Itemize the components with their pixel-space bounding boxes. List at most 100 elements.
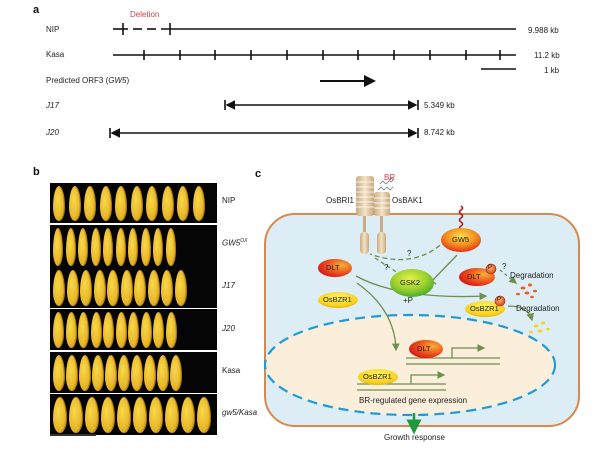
osbri1-label: OsBRI1: [326, 196, 355, 205]
osbak1-receptor: [374, 192, 390, 254]
grain-row: [50, 267, 217, 308]
rice-grain: [66, 270, 79, 306]
rice-grain: [103, 312, 114, 348]
rice-grain: [65, 312, 77, 348]
rice-grain: [53, 355, 65, 391]
br-molecule-icon: [377, 178, 394, 191]
dlt-phosphate-icon: [485, 263, 497, 275]
nip-label: NIP: [46, 25, 60, 34]
rice-grain: [149, 397, 163, 433]
genomic-map: [109, 23, 516, 138]
osbzr1-degradation-arrow: [507, 305, 534, 322]
grain-scale-bar: [50, 434, 96, 436]
osbak1-label: OsBAK1: [392, 196, 423, 205]
nip-track: [113, 23, 516, 35]
dlt-nucleus-arrow: [356, 282, 400, 352]
osbzr1-protein: [318, 292, 358, 308]
orf3-label-suffix: ): [126, 76, 130, 85]
rice-grain: [153, 228, 163, 266]
grain-row: [50, 225, 217, 268]
rice-grain: [140, 228, 151, 266]
question-mark-1: ?: [407, 249, 412, 258]
rice-grain: [147, 270, 160, 306]
rice-grain: [118, 355, 130, 391]
orf3-gene-name: GW5: [108, 76, 127, 85]
rice-grain: [78, 312, 89, 348]
rice-grain: [79, 355, 91, 391]
grain-row-label-kasa: Kasa: [222, 366, 241, 375]
dlt-protein: [318, 259, 352, 277]
j20-size: 8.742 kb: [424, 128, 455, 137]
rice-grain: [53, 228, 63, 266]
rice-grain: [133, 397, 147, 433]
rice-grain: [68, 186, 81, 221]
rice-grain: [128, 228, 138, 266]
rice-grain: [170, 355, 182, 391]
rice-grain: [128, 312, 139, 348]
plus-p-label: +P: [403, 296, 414, 305]
j17-size: 5.349 kb: [424, 101, 455, 110]
rice-grain: [85, 397, 99, 433]
grain-row: [50, 352, 217, 393]
kasa-size: 11.2 kb: [534, 51, 560, 60]
rice-grain: [192, 186, 205, 221]
grain-row-label-j20: J20: [222, 324, 235, 333]
rice-grain: [177, 186, 189, 221]
rice-grain: [130, 186, 143, 221]
rice-grain: [157, 355, 169, 391]
growth-response-label: Growth response: [384, 433, 445, 442]
grain-row: [50, 394, 217, 435]
osbzr1-phospho-label: OsBZR1: [470, 304, 499, 313]
grain-row-label-gw5-kasa: gw5/Kasa: [222, 408, 258, 417]
nucleus: [263, 313, 557, 417]
orf3-label-text: Predicted ORF3 (: [46, 76, 109, 85]
kasa-label: Kasa: [46, 50, 65, 59]
gsk2-protein: [390, 269, 434, 297]
rice-grain: [53, 397, 67, 433]
osbzr1-label: OsBZR1: [323, 295, 352, 304]
gw5-gsk2-inhibit: [431, 254, 458, 282]
kasa-track: [113, 50, 516, 60]
osbzr1-p-label: P: [497, 297, 502, 303]
rice-grain: [103, 228, 113, 266]
rice-grain: [197, 397, 211, 433]
scale-bar-label: 1 kb: [544, 66, 560, 75]
panel-a-label: a: [33, 4, 40, 16]
osbzr1-gene-promoter-arrow: [410, 371, 446, 384]
gw5-anchor-icon: [458, 205, 464, 231]
nip-size: 9.988 kb: [528, 26, 559, 35]
osbzr1-degradation-label: Degradation: [516, 304, 560, 313]
gw5ox-sup: OX: [240, 238, 248, 244]
gsk2-label: GSK2: [400, 278, 421, 287]
osbzr1-phosphate-icon: [494, 295, 506, 307]
rice-grain: [144, 355, 156, 391]
br-label: BR: [384, 173, 396, 182]
rice-grain: [140, 312, 152, 348]
osbzr1-degradation-fragments: [529, 321, 550, 334]
rice-grain: [174, 270, 187, 306]
rice-grain: [90, 312, 102, 348]
rice-grain: [93, 270, 106, 306]
rice-grain: [181, 397, 195, 433]
dlt-p-label: P: [488, 265, 493, 271]
rice-grain: [161, 186, 174, 221]
rice-grain: [99, 186, 112, 221]
rice-grain: [90, 228, 101, 266]
rice-grain: [117, 397, 131, 433]
gw5ox-name: GW5: [222, 238, 241, 248]
dlt-label: DLT: [326, 263, 340, 272]
rice-grain: [92, 355, 104, 391]
rice-grain: [161, 270, 173, 306]
rice-grain: [134, 270, 146, 306]
grain-row-label-gw5ox: GW5OX: [222, 238, 247, 248]
rice-grain: [53, 312, 64, 348]
rice-grain: [165, 397, 179, 433]
dlt-degradation-label: Degradation: [510, 271, 554, 280]
dlt-phospho-label: DLT: [467, 272, 481, 281]
rice-grain: [84, 186, 96, 221]
rice-grain: [115, 186, 127, 221]
panel-b-label: b: [33, 166, 40, 178]
question-mark-3: ?: [502, 262, 507, 271]
gw5-bri1-dashed: [369, 239, 447, 261]
gw5-label: GW5: [452, 235, 470, 244]
